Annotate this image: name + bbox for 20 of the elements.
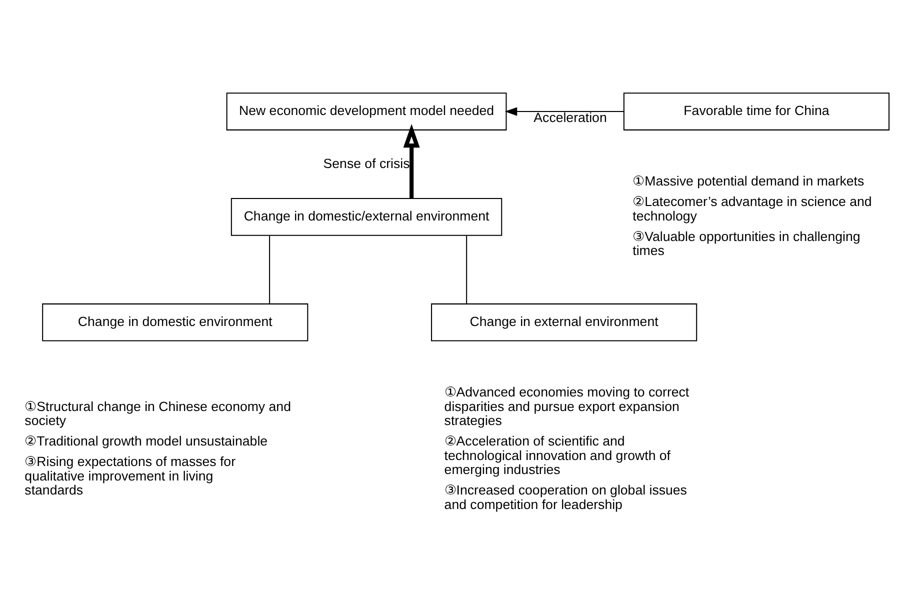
node-box: Change in domestic/external environment xyxy=(230,198,502,236)
edge-label: Sense of crisis xyxy=(323,156,410,171)
node-label: ①Massive potential demand in markets xyxy=(632,173,864,188)
node-box: Change in external environment xyxy=(431,302,698,341)
node-label: ②Latecomer’s advantage in science and technology xyxy=(632,194,872,223)
arrow xyxy=(504,106,624,116)
connector xyxy=(466,235,468,304)
connector xyxy=(269,235,270,304)
node-box: New economic development model needed xyxy=(226,92,507,130)
node-label: ③Valuable opportunities in challenging times xyxy=(632,228,860,258)
node-label: ①Structural change in Chinese economy and society xyxy=(24,398,291,428)
node-label: ①Advanced economies moving to correct disparities and pursue export expansion strategies xyxy=(444,384,690,428)
node-box: Favorable time for China xyxy=(623,92,890,130)
node-label: ③Increased cooperation on global issues and competition for leadership xyxy=(444,482,687,512)
node-label: ②Acceleration of scientific and technological innovation and growth of emerging industries xyxy=(444,433,671,477)
node-label: ②Traditional growth model unsustainable xyxy=(24,433,268,448)
arrow xyxy=(403,124,420,198)
node-label: ③Rising expectations of masses for qualitative improvement in living standards xyxy=(24,454,236,498)
node-box: Change in domestic environment xyxy=(42,302,308,341)
edge-label: Acceleration xyxy=(534,110,607,125)
